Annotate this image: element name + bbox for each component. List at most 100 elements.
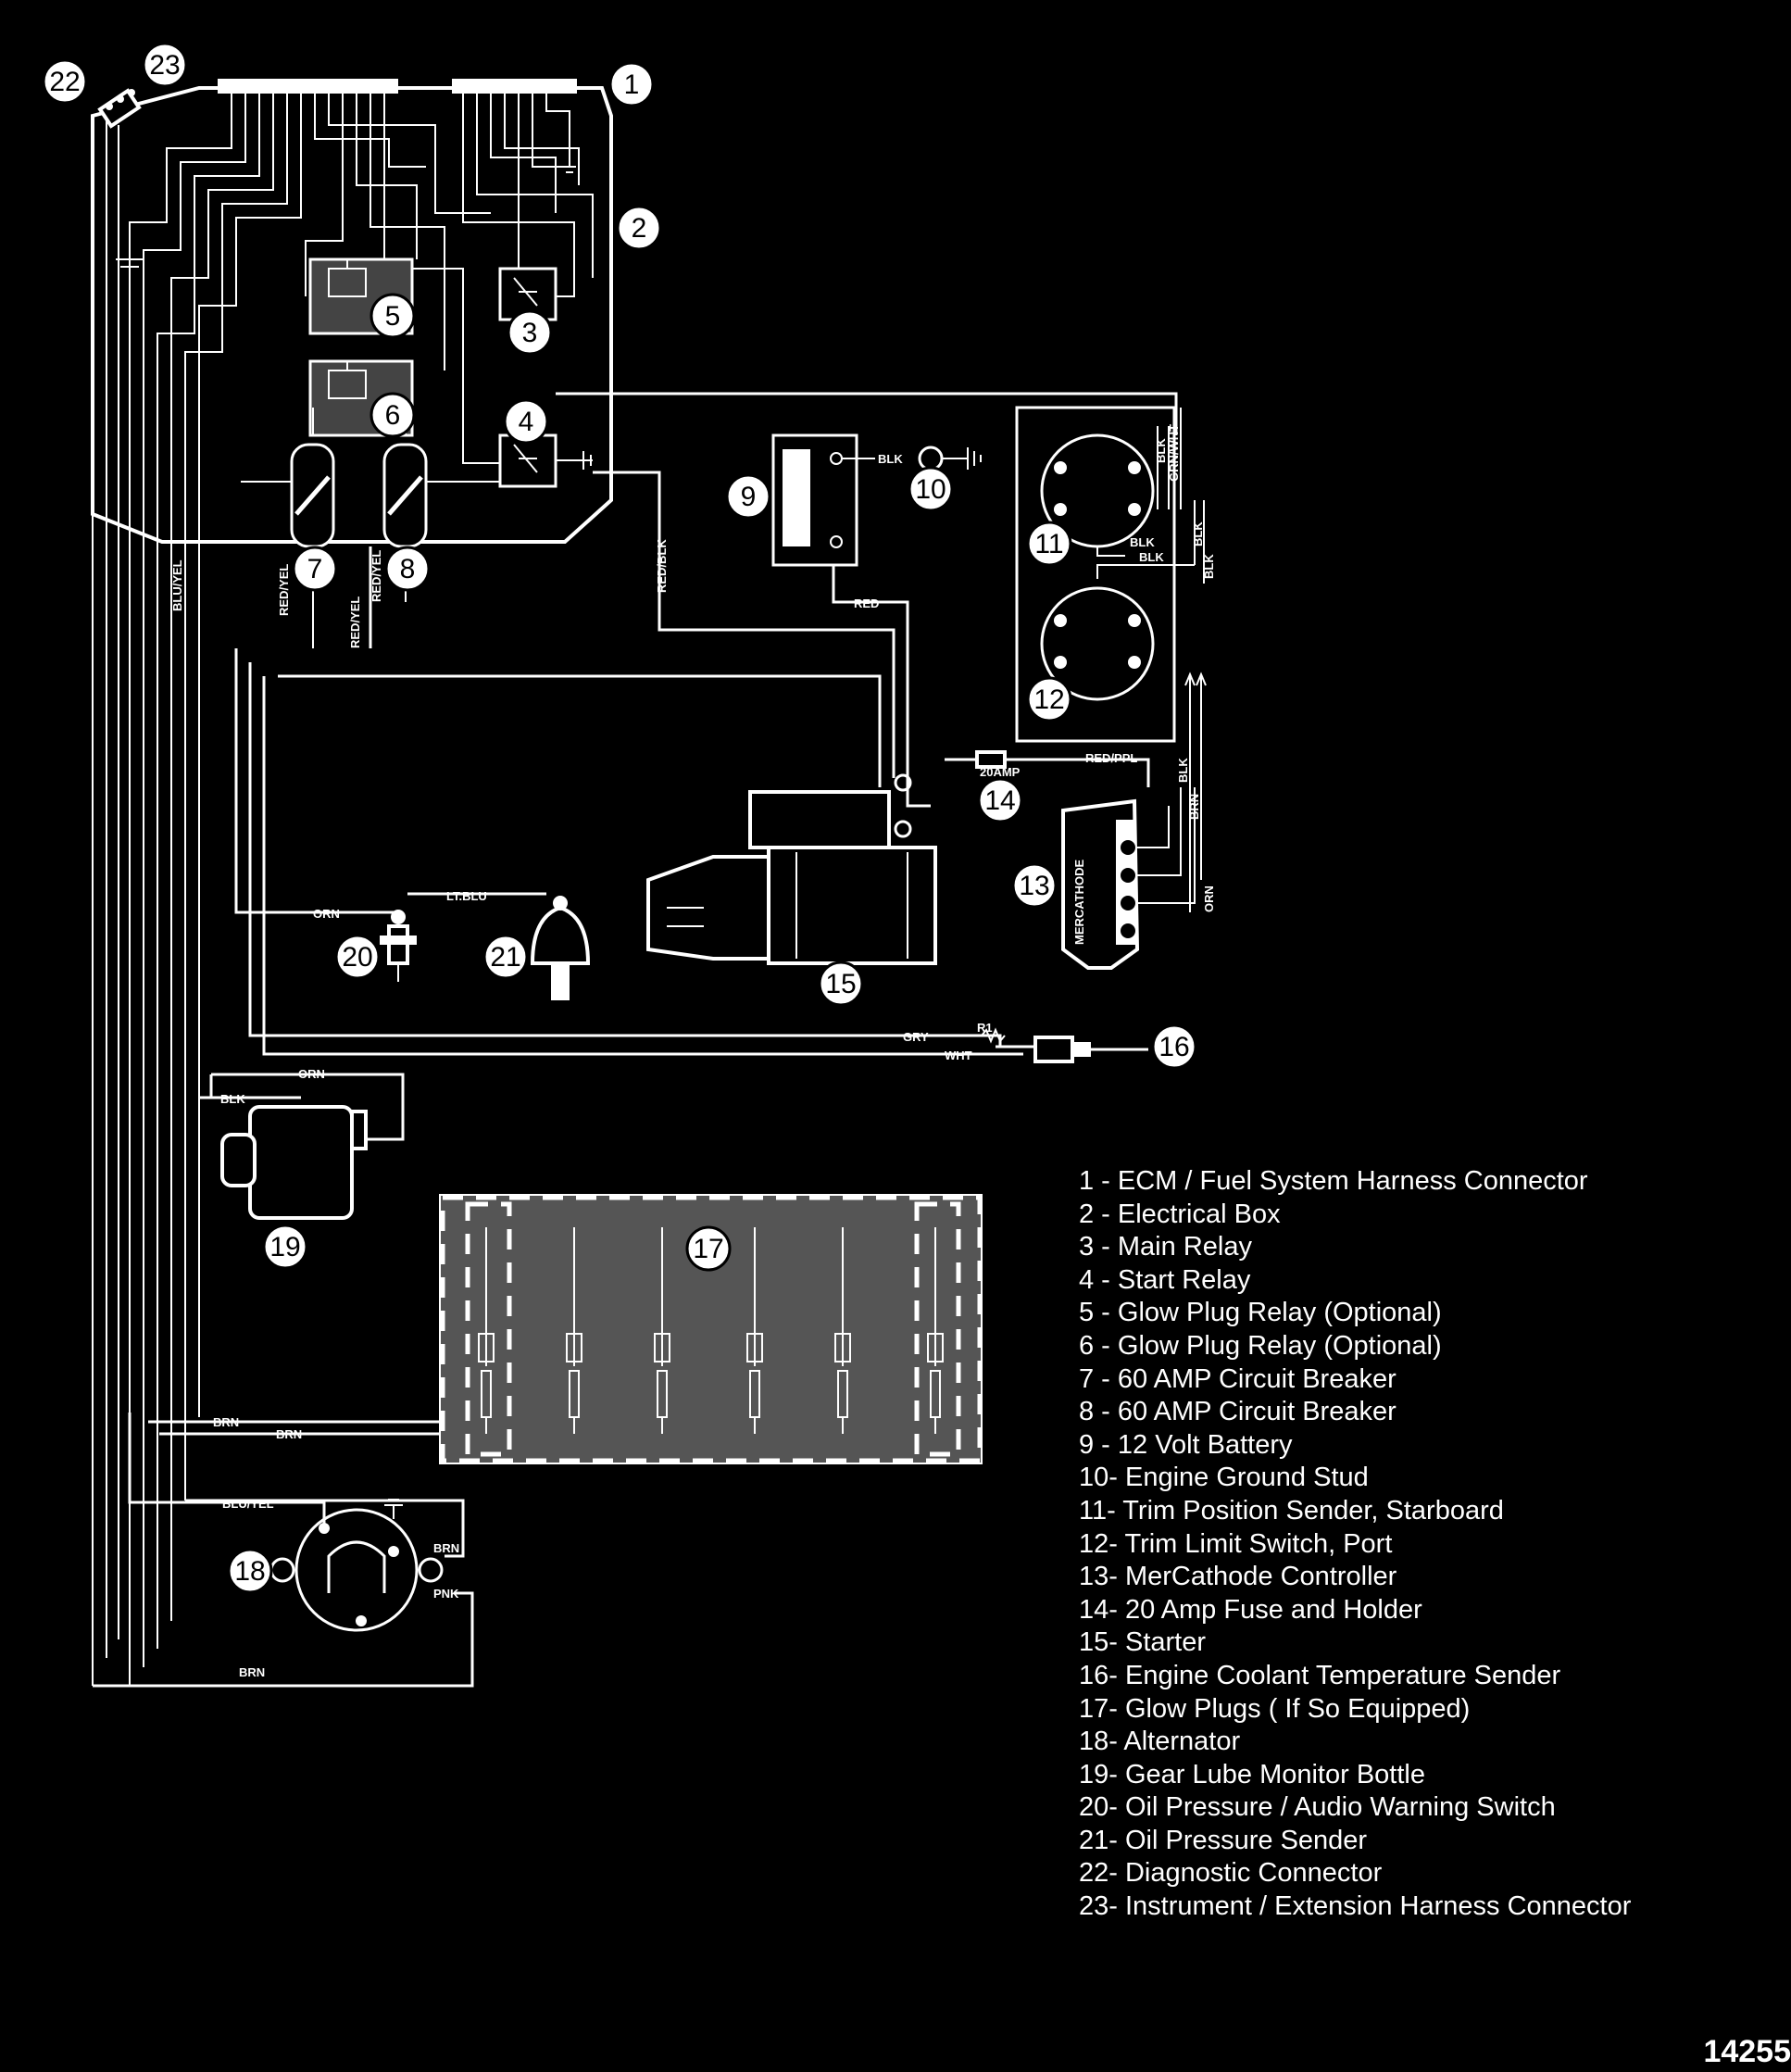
callout-12: 12 (1026, 676, 1072, 722)
legend-item: 17- Glow Plugs ( If So Equipped) (1079, 1693, 1471, 1724)
legend-item: 20- Oil Pressure / Audio Warning Switch (1079, 1792, 1556, 1823)
sender-12-bolt-c (1054, 656, 1067, 669)
battery-9 (771, 433, 875, 567)
callout-17-label: 17 (693, 1234, 723, 1264)
mercathode-controller-13 (1061, 787, 1196, 970)
callout-15: 15 (818, 961, 864, 1007)
ecm-harness-connector (218, 79, 398, 94)
legend-item: 4 - Start Relay (1079, 1264, 1251, 1295)
legend-item: 10- Engine Ground Stud (1079, 1463, 1369, 1493)
legend-item: 21- Oil Pressure Sender (1079, 1825, 1368, 1855)
legend-item: 22- Diagnostic Connector (1079, 1858, 1383, 1889)
starter-15 (646, 773, 937, 965)
sender-11-bolt-d (1128, 503, 1141, 516)
legend-item: 19- Gear Lube Monitor Bottle (1079, 1759, 1425, 1789)
wire-label-blk-trim4: BLK (1191, 521, 1205, 546)
legend-item: 12- Trim Limit Switch, Port (1079, 1528, 1393, 1559)
mercathode-label: MERCATHODE (1072, 859, 1086, 945)
wire-label-brn-glow1: BRN (213, 1415, 239, 1429)
callout-8: 8 (384, 546, 431, 592)
wire-label-lt-blu: LT.BLU (446, 889, 487, 903)
legend-item: 7 - 60 AMP Circuit Breaker (1079, 1363, 1396, 1394)
trim-sender-wires (1096, 408, 1205, 584)
main-relay-3-symbol (513, 277, 538, 307)
wire-label-blk-trim3: BLK (1139, 550, 1164, 564)
diagnostic-connector-22 (97, 88, 142, 129)
callout-20-label: 20 (342, 942, 372, 973)
callout-16-label: 16 (1159, 1032, 1189, 1062)
callout-5-label: 5 (385, 301, 401, 332)
callout-16: 16 (1151, 1023, 1197, 1070)
sender-11-bolt-c (1054, 503, 1067, 516)
callout-7-label: 7 (307, 554, 323, 584)
wire-label-red-yel-7a: RED/YEL (277, 564, 291, 616)
main-wires (93, 392, 1178, 1688)
callout-22: 22 (42, 58, 88, 105)
legend-item: 6 - Glow Plug Relay (Optional) (1079, 1330, 1442, 1361)
legend-item: 15- Starter (1079, 1627, 1206, 1658)
callout-21-label: 21 (490, 942, 520, 973)
ecm-harness-connector-b (452, 79, 577, 94)
callout-1-label: 1 (624, 69, 640, 100)
wire-label-red-yel-8: RED/YEL (369, 550, 383, 602)
coolant-temp-sender-16 (981, 1027, 1148, 1063)
circuit-breaker-8 (382, 443, 428, 548)
legend-item: 23- Instrument / Extension Harness Conne… (1079, 1891, 1632, 1922)
callout-10-label: 10 (915, 474, 946, 505)
relay-6-symbol (328, 361, 367, 399)
callout-7: 7 (292, 546, 338, 592)
oil-pressure-sender-21 (530, 896, 591, 1000)
callout-10: 10 (908, 466, 954, 512)
gear-lube-bottle-19 (220, 1105, 368, 1220)
legend-item: 18- Alternator (1079, 1727, 1241, 1757)
wire-label-orn-19: ORN (298, 1067, 325, 1081)
wire-label-orn-mercathode: ORN (1202, 885, 1216, 912)
legend-item: 1 - ECM / Fuel System Harness Connector (1079, 1166, 1588, 1196)
legend-item: 16- Engine Coolant Temperature Sender (1079, 1660, 1561, 1690)
wire-label-brn-bottom: BRN (239, 1665, 265, 1679)
callout-9-label: 9 (741, 482, 757, 512)
callout-2: 2 (616, 205, 662, 251)
alternator-18 (269, 1499, 444, 1632)
callout-19: 19 (262, 1224, 308, 1270)
callout-3-label: 3 (522, 318, 538, 348)
wire-label-red-ppl: RED/PPL (1085, 751, 1137, 765)
circuit-breaker-7 (290, 443, 335, 548)
fuse-holder-14 (975, 750, 1007, 769)
callout-22-label: 22 (49, 67, 80, 97)
sender-12-bolt-b (1128, 614, 1141, 627)
callout-11: 11 (1026, 521, 1072, 567)
callout-6-label: 6 (385, 400, 401, 431)
callout-8-label: 8 (400, 554, 416, 584)
callout-2-label: 2 (632, 213, 647, 244)
callout-18-label: 18 (234, 1556, 265, 1587)
legend-item: 2 - Electrical Box (1079, 1199, 1281, 1229)
wire-label-r1: R1 (977, 1021, 993, 1035)
wire-label-red-blk: RED/BLK (655, 539, 669, 593)
relay-5-symbol (328, 259, 367, 297)
wire-label-blk-19: BLK (220, 1092, 245, 1106)
wire-label-gry: GRY (903, 1030, 929, 1044)
callout-11-label: 11 (1034, 529, 1063, 559)
trim-harness-arrows (1184, 672, 1207, 912)
wire-label-blu-yel-alt: BLU/YEL (222, 1497, 274, 1511)
sender-12-bolt-a (1054, 614, 1067, 627)
callout-20: 20 (334, 934, 381, 980)
sender-11-bolt-a (1054, 461, 1067, 474)
callout-6: 6 (369, 392, 416, 438)
wire-label-blu-yel: BLU/YEL (170, 559, 184, 611)
callout-4-label: 4 (519, 407, 534, 437)
legend-item: 8 - 60 AMP Circuit Breaker (1079, 1397, 1396, 1427)
callout-15-label: 15 (825, 969, 856, 999)
sender-11-bolt-b (1128, 461, 1141, 474)
callout-13-label: 13 (1019, 871, 1049, 901)
document-id: 14255 (1703, 2034, 1791, 2069)
callout-19-label: 19 (269, 1232, 300, 1262)
callout-18: 18 (227, 1548, 273, 1594)
callout-5: 5 (369, 293, 416, 339)
legend-item: 9 - 12 Volt Battery (1079, 1429, 1293, 1460)
oil-pressure-switch-20 (380, 910, 417, 982)
callout-4: 4 (503, 398, 549, 445)
